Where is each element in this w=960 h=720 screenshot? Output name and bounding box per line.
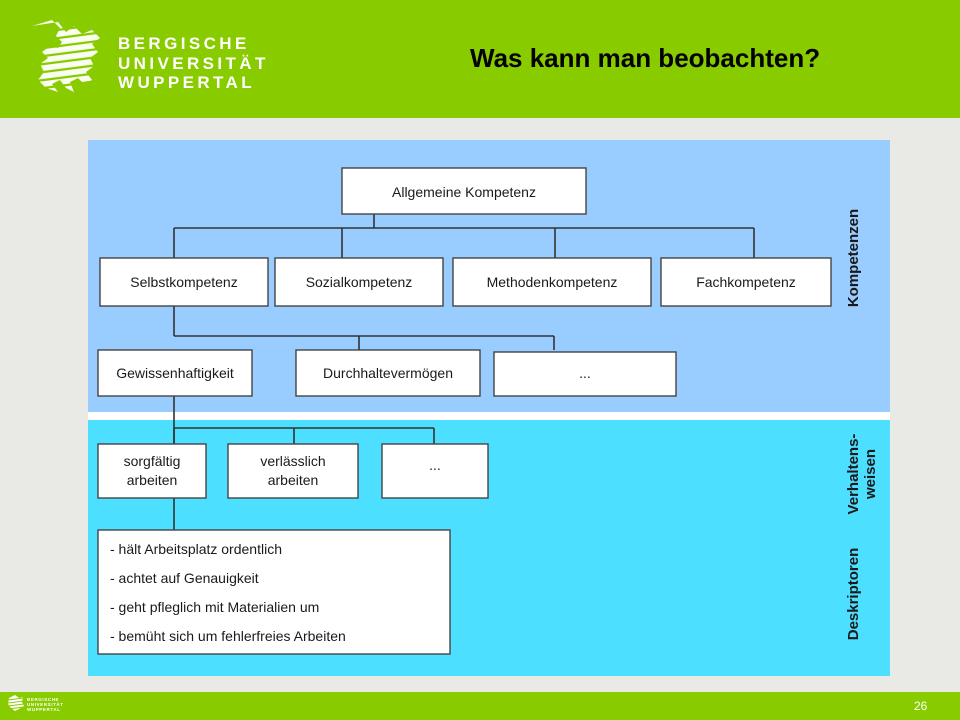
sub-competence-label: Gewissenhaftigkeit bbox=[116, 365, 234, 381]
sub-competence-box bbox=[493, 351, 677, 397]
logo-line: UNIVERSITÄT bbox=[118, 53, 269, 73]
page-title: Was kann man beobachten? bbox=[470, 43, 821, 73]
descriptor-item: - geht pfleglich mit Materialien um bbox=[110, 599, 319, 615]
sub-competence-label: ... bbox=[579, 365, 591, 381]
descriptor-box bbox=[97, 529, 451, 655]
side-label-verhaltensweisen: weisen bbox=[862, 449, 879, 500]
page-number: 26 bbox=[914, 699, 928, 713]
university-logo-text: BERGISCHE UNIVERSITÄT WUPPERTAL bbox=[118, 34, 269, 93]
behaviour-box bbox=[381, 443, 489, 499]
behaviour-label: ... bbox=[429, 457, 441, 473]
competence-box bbox=[660, 257, 832, 307]
logo-line: UNIVERSITÄT bbox=[27, 702, 64, 707]
lion-icon bbox=[27, 20, 107, 92]
behaviour-label: verlässlich bbox=[260, 453, 325, 469]
competence-label: Selbstkompetenz bbox=[130, 274, 237, 290]
competence-box bbox=[274, 257, 444, 307]
root-box bbox=[341, 167, 587, 215]
logo-line: WUPPERTAL bbox=[27, 707, 61, 712]
logo-line: BERGISCHE bbox=[118, 34, 250, 53]
band-divider bbox=[88, 412, 890, 420]
sub-competence-box bbox=[97, 349, 253, 397]
footer-bar: BERGISCHE UNIVERSITÄT WUPPERTAL 26 bbox=[0, 692, 960, 720]
logo-line: BERGISCHE bbox=[27, 697, 60, 702]
logo-line: WUPPERTAL bbox=[118, 73, 255, 92]
behaviour-box bbox=[97, 443, 207, 499]
side-label-deskriptoren: Deskriptoren bbox=[845, 548, 862, 641]
competence-label: Methodenkompetenz bbox=[487, 274, 618, 290]
lion-icon bbox=[7, 695, 25, 711]
competence-diagram: Allgemeine Kompetenz Selbstkompetenz Soz… bbox=[88, 140, 890, 676]
behaviour-label: arbeiten bbox=[268, 472, 319, 488]
side-label-verhaltensweisen: Verhaltens- bbox=[845, 434, 862, 515]
competence-label: Fachkompetenz bbox=[696, 274, 796, 290]
competence-box bbox=[452, 257, 652, 307]
side-label-kompetenzen: Kompetenzen bbox=[845, 209, 862, 307]
descriptor-item: - hält Arbeitsplatz ordentlich bbox=[110, 541, 282, 557]
root-label: Allgemeine Kompetenz bbox=[392, 184, 536, 200]
header-bar: BERGISCHE UNIVERSITÄT WUPPERTAL Was kann… bbox=[0, 0, 960, 118]
behaviour-label: sorgfältig bbox=[124, 453, 181, 469]
descriptor-item: - bemüht sich um fehlerfreies Arbeiten bbox=[110, 628, 346, 644]
sub-competence-label: Durchhaltevermögen bbox=[323, 365, 453, 381]
behaviour-box bbox=[227, 443, 359, 499]
competence-label: Sozialkompetenz bbox=[306, 274, 413, 290]
footer-logo-text: BERGISCHE UNIVERSITÄT WUPPERTAL bbox=[27, 697, 64, 712]
descriptor-item: - achtet auf Genauigkeit bbox=[110, 570, 259, 586]
sub-competence-box bbox=[295, 349, 481, 397]
behaviour-label: arbeiten bbox=[127, 472, 178, 488]
competence-box bbox=[99, 257, 269, 307]
